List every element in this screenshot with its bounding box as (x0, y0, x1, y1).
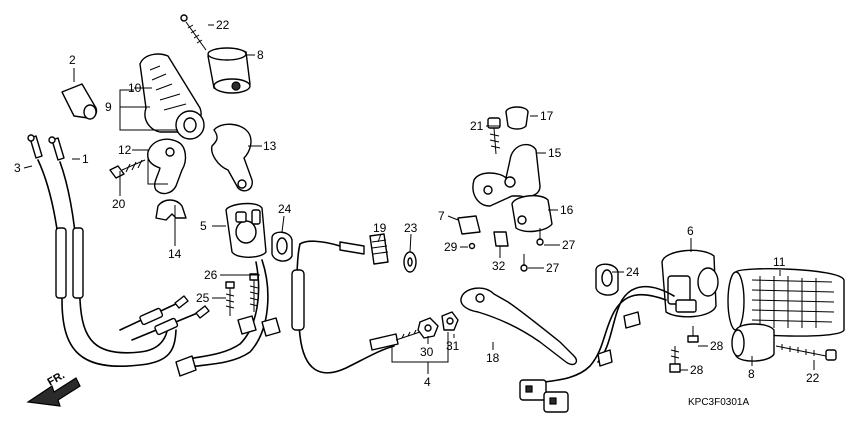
callout-11: 11 (773, 255, 786, 269)
clutch-lever (460, 287, 578, 366)
throttle-cables (27, 134, 210, 367)
nut-part-31 (441, 311, 459, 331)
left-switch-harness (175, 259, 281, 377)
clutch-holder-clamp (511, 194, 553, 233)
callout-16: 16 (560, 203, 574, 217)
callout-29: 29 (444, 240, 458, 254)
callout-8-bottom: 8 (748, 367, 755, 381)
callout-12: 12 (118, 143, 132, 157)
screw-part-28-lower (669, 346, 681, 373)
callout-19: 19 (373, 221, 387, 235)
bar-end-weight-bottom (731, 323, 775, 362)
callout-labels: 1 2 3 4 5 6 7 8 8 9 10 11 12 13 14 15 16… (14, 18, 820, 408)
callout-4: 4 (424, 375, 431, 389)
bolt-part-21 (487, 117, 501, 155)
callout-22-top: 22 (216, 18, 230, 32)
front-direction-arrow-icon (26, 377, 81, 407)
callout-7: 7 (438, 209, 445, 223)
screw-part-28-upper (687, 326, 699, 343)
callout-24-right: 24 (626, 265, 640, 279)
callout-6: 6 (687, 224, 694, 238)
throttle-housing-upper (146, 138, 187, 195)
screw-part-25 (225, 281, 235, 316)
right-switch-housing (661, 249, 719, 318)
callout-32: 32 (492, 259, 506, 273)
clutch-lever-bracket (472, 143, 541, 207)
callout-8-top: 8 (257, 48, 264, 62)
callout-24-left: 24 (278, 202, 292, 216)
callout-28-upper: 28 (710, 339, 724, 353)
callout-28-lower: 28 (690, 363, 704, 377)
callout-13: 13 (263, 139, 277, 153)
callout-1: 1 (82, 152, 89, 166)
callout-10: 10 (128, 81, 142, 95)
callout-leaders (23, 24, 815, 374)
throttle-grip (139, 53, 205, 140)
dust-cap-part-17 (505, 106, 529, 130)
callout-27-lower: 27 (546, 261, 560, 275)
screw-part-27-upper (536, 228, 544, 246)
lock-nut-part-23 (403, 251, 417, 273)
bolt-part-20 (109, 159, 146, 179)
callout-17: 17 (540, 109, 554, 123)
cable-adjuster (369, 233, 389, 265)
right-switch-harness (519, 285, 675, 413)
callout-23: 23 (404, 221, 418, 235)
callout-15: 15 (548, 146, 562, 160)
callout-30: 30 (420, 345, 434, 359)
screw-part-22-bottom (775, 344, 837, 361)
callout-2: 2 (69, 53, 76, 67)
switch-part-32 (493, 231, 509, 247)
callout-25: 25 (196, 291, 210, 305)
screw-part-22-top (180, 14, 207, 51)
bar-end-weight-top (207, 47, 251, 94)
screw-part-27-lower (520, 254, 528, 272)
clutch-cable (291, 240, 421, 374)
screw-part-26 (249, 273, 259, 312)
throttle-cable-holder (211, 123, 253, 192)
callout-3: 3 (14, 161, 21, 175)
nut-part-30 (417, 317, 439, 339)
drawing-code: KPC3F0301A (688, 397, 749, 408)
callout-26: 26 (204, 268, 218, 282)
callout-18: 18 (486, 351, 500, 365)
callout-21: 21 (470, 119, 484, 133)
callout-31: 31 (446, 339, 460, 353)
callout-22-bottom: 22 (806, 371, 820, 385)
left-switch-housing (225, 202, 267, 258)
right-handlebar-grip (727, 268, 845, 337)
throttle-housing-lower (155, 199, 187, 221)
callout-5: 5 (200, 219, 207, 233)
clutch-switch (457, 215, 481, 235)
callout-27-upper: 27 (562, 238, 576, 252)
callout-9: 9 (105, 100, 112, 114)
callout-20: 20 (112, 197, 126, 211)
callout-14: 14 (168, 247, 182, 261)
